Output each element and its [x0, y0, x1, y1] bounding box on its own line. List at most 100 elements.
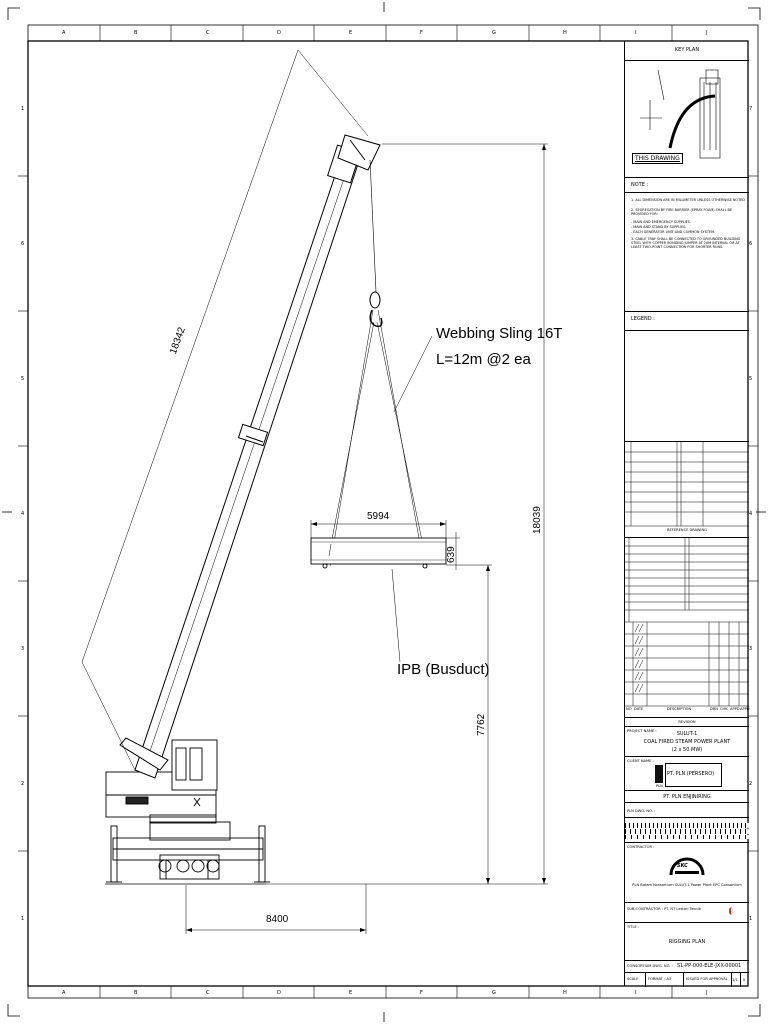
dim-lift-height: 7762	[476, 713, 487, 736]
dim-total-height: 18039	[532, 506, 543, 534]
dimension-arrows	[186, 144, 546, 932]
pln-dwg-label: PLN DWG. NO. :	[627, 809, 656, 813]
subcontractor-label: SUB-CONTRACTOR : PT. NT Lestari Teknik	[627, 907, 701, 911]
note-title: NOTE :	[631, 182, 649, 188]
grid-col-d: D	[277, 30, 281, 36]
revision-headers: NO DATE DESCRIPTION DRN CHK APPD APPD	[626, 707, 750, 711]
grid-row-l1: 1	[21, 106, 25, 112]
footer-rev: 0	[743, 978, 746, 982]
rev-col-date: DATE	[634, 707, 644, 711]
note-item-3: - MAIN AND EMERGENCY SUPPLIES.	[631, 220, 692, 224]
dim-radius: 8400	[266, 914, 289, 925]
ipb-load	[310, 537, 447, 569]
reference-section: REFERENCE DRAWING	[625, 441, 749, 538]
pln-logo-icon	[655, 765, 663, 783]
crane-carrier	[106, 821, 270, 883]
grid-col-b: B	[134, 30, 138, 36]
client-section: CLIENT NAME : PLN PT. PLN (PERSERO)	[625, 756, 749, 791]
grid-ticks	[18, 25, 758, 998]
grid-col-h: H	[563, 30, 567, 36]
legend-section: LEGEND :	[625, 311, 749, 442]
drawing-title: RIGGING PLAN	[668, 939, 706, 945]
project-label: PROJECT NAME :	[627, 729, 657, 733]
note-section: NOTE : 1. ALL DIMENSION ARE IN MILLIMETE…	[625, 177, 749, 312]
grid-row-l4: 4	[21, 511, 25, 517]
footer-status: ISSUED FOR APPROVAL	[686, 977, 728, 981]
webbing-slings	[326, 309, 428, 567]
grid-col-c-bottom: C	[206, 990, 210, 996]
client-label: CLIENT NAME :	[627, 759, 654, 763]
grid-col-i-bottom: I	[635, 990, 637, 996]
contractor-label: CONTRACTOR :	[627, 845, 655, 849]
rev-col-drn: DRN	[710, 707, 718, 711]
dim-load-width: 5994	[367, 511, 390, 522]
grid-col-d-bottom: D	[277, 990, 281, 996]
inner-border	[27, 40, 749, 987]
title-block: KEY PLAN THIS DRAWING NOTE : 1. ALL DIME…	[624, 41, 750, 987]
sling-label-line2: L=12m @2 ea	[436, 351, 531, 368]
revision-title: REVISION	[625, 717, 749, 727]
contractor-section: CONTRACTOR : SKC PLN Batam Konsortium SU…	[625, 842, 749, 903]
grid-col-j: J	[706, 30, 708, 36]
reference-title: REFERENCE DRAWING	[667, 528, 707, 532]
project-line3: (2 x 50 MW)	[671, 747, 703, 753]
grid-col-f: F	[420, 30, 423, 36]
grid-col-i: I	[635, 30, 637, 36]
rev-col-no: NO	[626, 707, 632, 711]
footer-scale: SCALE	[627, 977, 639, 981]
grid-col-b-bottom: B	[134, 990, 138, 996]
grid-row-r5: 3	[749, 646, 753, 652]
skc-logo-text: SKC	[677, 863, 688, 869]
rev-col-appd2: APPD	[740, 707, 750, 711]
key-plan-sketch	[640, 69, 721, 159]
note-item-2: 2. SEGREGATION BY FIRE BARRIER (EPRAY FO…	[631, 208, 733, 217]
grid-col-e-bottom: E	[349, 990, 353, 996]
grid-row-l6: 2	[21, 781, 25, 787]
dimension-lines	[81, 49, 548, 934]
grid-row-l5: 3	[21, 646, 25, 652]
legend-title: LEGEND :	[631, 316, 655, 322]
grid-col-f-bottom: F	[420, 990, 423, 996]
grid-col-e: E	[349, 30, 353, 36]
consortium-dwg-label: CONSORTIUM DWG. NO. :	[627, 964, 673, 968]
footer-format: FORMAT : A3	[648, 977, 672, 981]
grid-col-a-bottom: A	[62, 990, 66, 996]
engineering-name: PT. PLN ENJINIRING	[625, 790, 749, 803]
grid-row-r2: 6	[749, 241, 753, 247]
skc-logo-icon	[669, 857, 705, 876]
crane-cab	[105, 739, 218, 824]
title-label: TITLE :	[627, 925, 640, 929]
key-plan-header: KEY PLAN	[625, 41, 749, 61]
note-item-1: 1. ALL DIMENSION ARE IN MILLIMETER UNLES…	[631, 198, 745, 202]
note-item-6: 3. CABLE TRAY SHALL BE CONNECTED TO GROU…	[631, 237, 741, 250]
grid-row-r1: 7	[749, 106, 753, 112]
reference-table-grid	[625, 442, 749, 527]
this-drawing-label: THIS DRAWING	[632, 153, 683, 164]
revision-section: NO DATE DESCRIPTION DRN CHK APPD APPD	[625, 537, 750, 718]
footer-section: SCALE FORMAT : A3 ISSUED FOR APPROVAL 1/…	[625, 972, 749, 987]
footer-sheet: 1/1	[732, 978, 738, 982]
crane-boom	[119, 134, 381, 779]
rev-col-chk: CHK	[720, 707, 728, 711]
pln-dwg-section: PLN DWG. NO. :	[625, 802, 749, 843]
grid-row-l3: 5	[21, 376, 25, 382]
revision-table-grid	[625, 538, 749, 707]
grid-row-l2: 6	[21, 241, 25, 247]
grid-col-a: A	[62, 30, 66, 36]
pln-logo-text: PLN	[656, 784, 663, 788]
subcontractor-logo-icon	[729, 907, 737, 915]
grid-col-g: G	[492, 30, 496, 36]
sling-label-line1: Webbing Sling 16T	[436, 325, 563, 342]
hoist-hook	[369, 159, 383, 328]
grid-row-r7: 1	[749, 916, 753, 922]
consortium-dwg-value: S1-PP-000-ELE-JXX-00001	[677, 963, 742, 969]
project-line2: COAL FIRED STEAM POWER PLANT	[643, 739, 731, 745]
subcontractor-section: SUB-CONTRACTOR : PT. NT Lestari Teknik	[625, 902, 749, 923]
project-line1: SULUT-1	[676, 731, 698, 737]
contractor-caption: PLN Batam Konsortium SULUT-1 Power Plant…	[632, 883, 742, 887]
grid-row-r3: 5	[749, 376, 753, 382]
note-item-4: - MAIN AND STAND BY SUPPLIES.	[631, 225, 687, 229]
note-item-5: - EACH GENERATOR UNIT AND COMMON SYSTEM.	[631, 230, 716, 234]
